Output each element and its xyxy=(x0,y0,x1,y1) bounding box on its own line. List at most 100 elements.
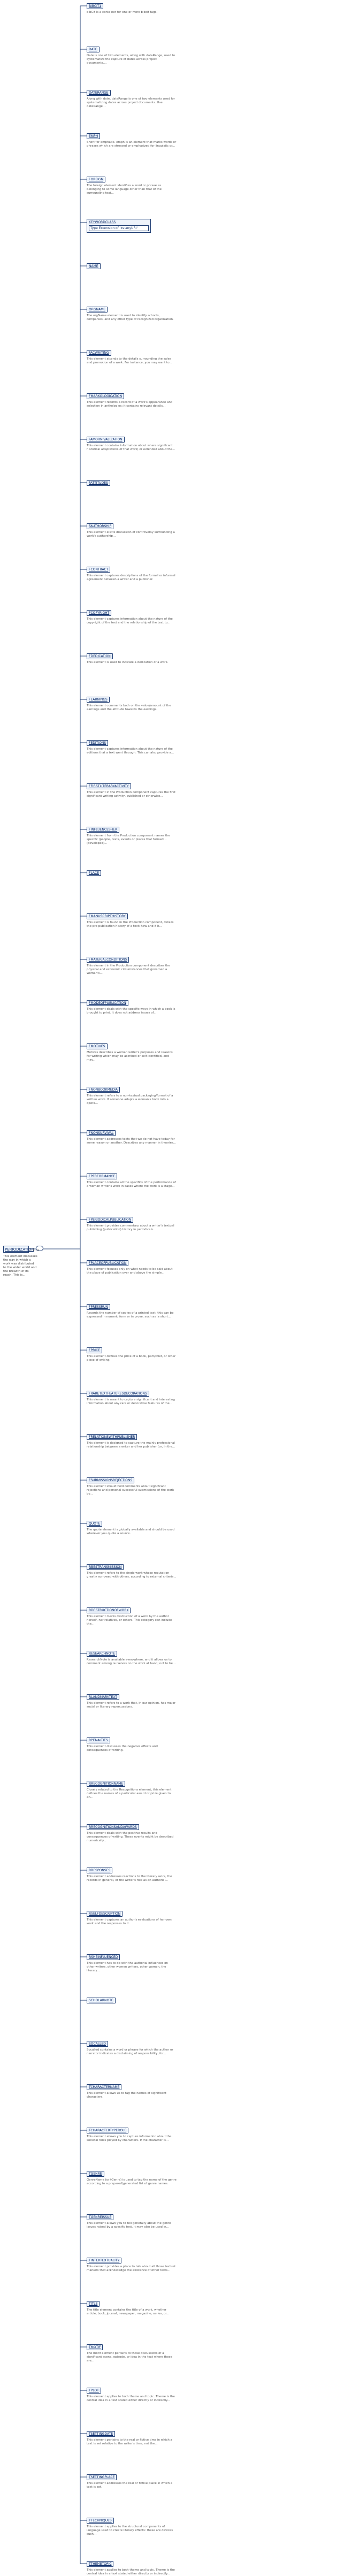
element-description: Records the number of copies of a printe… xyxy=(87,1312,174,1319)
sequence-compositor-icon xyxy=(36,1246,43,1251)
element-box-tmotif[interactable]: TMOTIF xyxy=(87,2344,103,2350)
element-description: This element in the Production component… xyxy=(87,964,170,975)
element-description: Date is one of two elements, along with … xyxy=(87,54,175,65)
element-box-rselfdescription[interactable]: RSELFDESCRIPTION xyxy=(87,1911,123,1917)
element-box-famornivalization[interactable]: FAMORNIVALIZATION xyxy=(87,437,125,443)
element-box-fmaterialconditions[interactable]: FMATERIALCONDITIONS xyxy=(87,957,129,963)
element-box-tintertextuality[interactable]: TINTERTEXTUALITY xyxy=(87,2258,122,2263)
element-box-fattitudes[interactable]: FATTITUDES xyxy=(87,480,110,486)
element-description: This element refers to the single work w… xyxy=(87,1572,177,1579)
element-box-socalled[interactable]: SOCALLED xyxy=(87,2041,108,2047)
element-box-fprice[interactable]: FPRICE xyxy=(87,1347,102,1353)
element-box-fdedication[interactable]: FDEDICATION xyxy=(87,653,113,659)
element-box-tthemetopic[interactable]: TTHEMETOPIC xyxy=(87,2561,114,2567)
element-description: This element refers to a non-textual pac… xyxy=(87,1094,173,1105)
element-box-fcopyright[interactable]: FCOPYRIGHT xyxy=(87,610,112,616)
element-box-rresponses[interactable]: RRESPONSES xyxy=(87,1868,113,1873)
element-box-quote[interactable]: QUOTE xyxy=(87,1521,103,1527)
element-box-date[interactable]: DATE xyxy=(87,47,100,52)
element-box-feditions[interactable]: FEDITIONS xyxy=(87,740,109,746)
element-box-rrecognitionsandawards[interactable]: RRECOGNITIONSANDAWARDS xyxy=(87,1824,139,1830)
element-description: This element deals with the specific way… xyxy=(87,1008,175,1015)
element-description: This element marks destruction of a work… xyxy=(87,1615,172,1626)
element-description: This element is designed to capture the … xyxy=(87,1442,175,1449)
element-description: The orgName element is used to identify … xyxy=(87,314,174,321)
element-box-fcontract[interactable]: FCONTRACT xyxy=(87,567,111,573)
root-element-description: This element discusses the way in which … xyxy=(3,1255,37,1277)
element-box-fsubmissionsrejections[interactable]: FSUBMISSIONSREJECTIONS xyxy=(87,1477,135,1483)
element-box-fmotives[interactable]: FMOTIVES xyxy=(87,1043,108,1049)
element-box-rbestransmission[interactable]: RBESTRANSMISSION xyxy=(87,1564,124,1570)
element-box-flace[interactable]: FLACE xyxy=(87,870,101,876)
element-box-fraretextfeaturesdecorations[interactable]: FRARETEXTFEATURESDECORATIONS xyxy=(87,1391,149,1397)
element-box-fperiodicalpublication[interactable]: FPERIODICALPUBLICATION xyxy=(87,1217,134,1223)
element-box-fpressrun[interactable]: FPRESSRUN xyxy=(87,1304,110,1310)
element-box-fnonbookmedia[interactable]: FNONBOOKMEDIA xyxy=(87,1087,120,1093)
element-box-frelationswithpublisher[interactable]: FRELATIONSWITHPUBLISHER xyxy=(87,1434,137,1440)
element-description: This element allows you to capture infor… xyxy=(87,2135,172,2142)
element-box-tgenreissue[interactable]: TGENREISSUE xyxy=(87,2214,114,2220)
element-box-rdestructionofwork[interactable]: RDESTRUCTIONOFWORK xyxy=(87,1607,131,1613)
element-box-ffirstliteraryactivity[interactable]: FFIRSTLITERARYACTIVITY xyxy=(87,783,131,789)
element-description: This element captures information about … xyxy=(87,618,173,624)
element-description: This element applies to both theme and t… xyxy=(87,2569,175,2575)
connector-lines xyxy=(29,5,87,2564)
element-box-tsettingdate[interactable]: TSETTINGDATE xyxy=(87,2431,116,2437)
element-description: This element pertains to the real or fic… xyxy=(87,2438,172,2445)
element-box-emph[interactable]: EMPH xyxy=(87,133,101,139)
element-description: This element focuses only on what needs … xyxy=(87,1268,173,1275)
element-box-title[interactable]: TITLE xyxy=(87,2301,100,2307)
element-box-scholarnote[interactable]: SCHOLARNOTE xyxy=(87,1998,116,2003)
element-description: This element elicits discussion of contr… xyxy=(87,531,175,538)
element-description: This element deals with the positive res… xyxy=(87,1832,174,1842)
element-description: This element provides a place to talk ab… xyxy=(87,2265,175,2272)
element-box-finfluencesher[interactable]: FINFLUENCESHER xyxy=(87,827,120,833)
element-description: This element defines the price of a book… xyxy=(87,1355,176,1362)
element-description: This element is used to indicate a dedic… xyxy=(87,661,169,664)
element-description: This element contains information about … xyxy=(87,444,175,451)
element-description: This element comments both on the value/… xyxy=(87,704,171,711)
element-box-name[interactable]: NAME xyxy=(87,263,101,269)
element-description: This element addresses texts that we do … xyxy=(87,1138,177,1145)
element-box-bibcit1[interactable]: BIBCIT1 xyxy=(87,3,104,9)
element-description: Motives describes a woman writer's purpo… xyxy=(87,1051,173,1062)
element-box-orgname[interactable]: ORGNAME xyxy=(87,307,108,313)
element-description: This element contains all the specifics … xyxy=(87,1181,176,1188)
element-box-tgenre[interactable]: TGENRE xyxy=(87,2171,104,2177)
element-box-fplaceofpublication[interactable]: FPLACEOFPUBLICATION xyxy=(87,1260,129,1266)
element-box-tsettingplace[interactable]: TSETTINGPLACE xyxy=(87,2474,117,2480)
element-box-fearnings[interactable]: FEARNINGS xyxy=(87,697,110,703)
element-description: This element has to do with the authoria… xyxy=(87,1962,168,1972)
element-description: This element records a record of a work'… xyxy=(87,401,173,408)
element-description: This element should hold comments about … xyxy=(87,1485,174,1496)
element-box-tcharactername[interactable]: TCHARACTERNAME xyxy=(87,2084,122,2090)
element-description: This element addresses the real or ficti… xyxy=(87,2482,173,2489)
element-box-fmarkologication[interactable]: FMARKOLOGICATION xyxy=(87,393,124,399)
element-description: This element attends to the details surr… xyxy=(87,357,172,364)
element-box-fmanuscripthistory[interactable]: FMANUSCRIPTHISTORY xyxy=(87,913,128,919)
root-element-box[interactable]: PERIODIZATION xyxy=(3,1246,34,1253)
element-description: bibCit is a container for one or more bi… xyxy=(87,11,158,14)
element-box-researchnote[interactable]: RESEARCHNOTE xyxy=(87,1651,117,1657)
element-box-fmodeofpublication[interactable]: FMODEOFPUBLICATION xyxy=(87,1000,128,1006)
element-box-rrecognitionname[interactable]: RRECOGNITIONNAME xyxy=(87,1781,126,1787)
element-box-facwriting[interactable]: FACWRITING xyxy=(87,350,111,356)
element-box-rpenalties[interactable]: RPENALTIES xyxy=(87,1737,110,1743)
element-box-tplot[interactable]: TPLOT xyxy=(87,2388,101,2394)
element-description: The motif element pertains to those disc… xyxy=(87,2352,172,2362)
element-description: This element addresses reactions to the … xyxy=(87,1875,172,1882)
element-box-daterange[interactable]: DATERANGE xyxy=(87,90,111,96)
element-description: This element is meant to capture signifi… xyxy=(87,1398,175,1405)
element-box-foreign[interactable]: FOREIGN xyxy=(87,177,106,182)
element-box-fnonsurvival[interactable]: FNONSURVIVAL xyxy=(87,1130,116,1136)
element-box-fperformance[interactable]: FPERFORMANCE xyxy=(87,1173,118,1179)
element-box-ttechniques[interactable]: TTECHNIQUES xyxy=(87,2518,114,2524)
element-description: Along with date, dateRange is one of two… xyxy=(87,97,175,108)
element-box-rsheinfluenced[interactable]: RSHEINFLUENCED xyxy=(87,1954,120,1960)
element-description: Socalled contains a word or phrase for w… xyxy=(87,2048,173,2055)
element-box-rlandmarktext[interactable]: RLANDMARKTEXT xyxy=(87,1694,119,1700)
element-box-tcharactertyperole[interactable]: TCHARACTERTYPEROLE xyxy=(87,2128,129,2133)
element-box-fauthorship[interactable]: FAUTHORSHIP xyxy=(87,523,114,529)
